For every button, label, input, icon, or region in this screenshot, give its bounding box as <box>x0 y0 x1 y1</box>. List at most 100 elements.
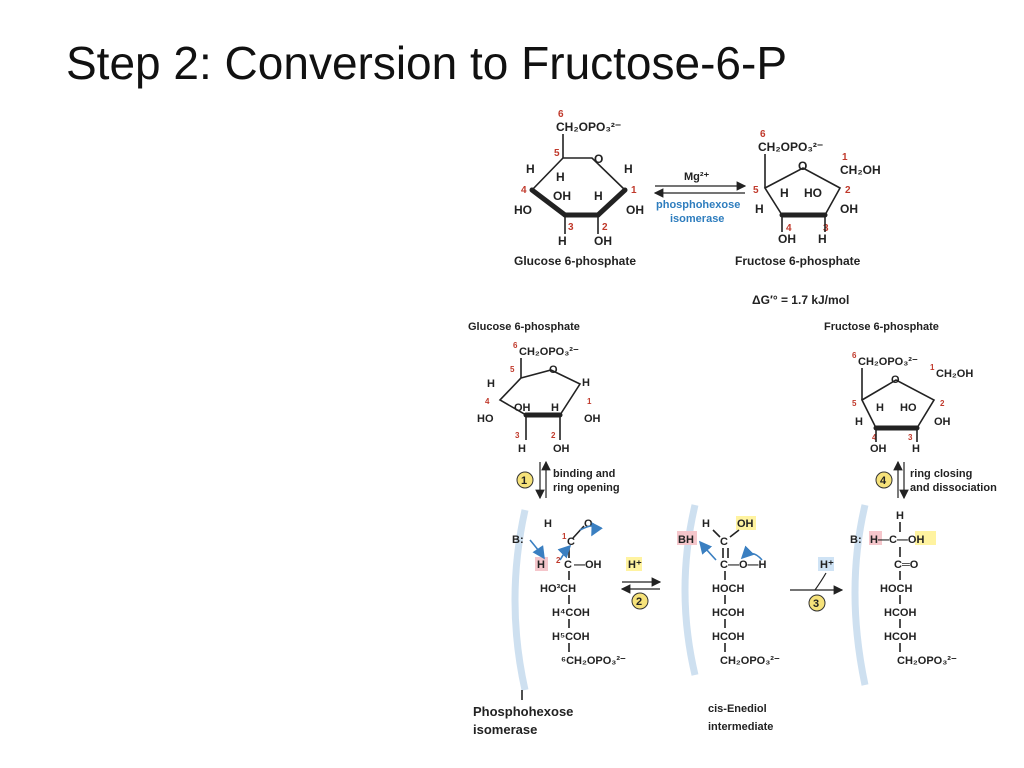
svg-text:HOCH: HOCH <box>880 583 912 595</box>
svg-text:HO: HO <box>900 402 917 414</box>
svg-text:H: H <box>624 162 633 176</box>
svg-text:3: 3 <box>908 433 913 442</box>
svg-text:O: O <box>891 374 900 386</box>
step4-line2: and dissociation <box>910 482 997 494</box>
top-glc-c6: CH₂OPO₃²⁻ <box>556 120 621 134</box>
svg-text:OH: OH <box>840 202 858 216</box>
enzyme-caption-line1: Phosphohexose <box>473 704 573 719</box>
base-1: B: <box>512 534 524 546</box>
proton-highlight-2 <box>818 557 834 571</box>
mech-right-label: Fructose 6-phosphate <box>824 321 939 333</box>
svg-text:H: H <box>755 202 764 216</box>
svg-text:OH: OH <box>553 443 570 455</box>
svg-text:H: H <box>537 559 545 571</box>
svg-text:OH: OH <box>514 402 531 414</box>
svg-text:1: 1 <box>587 397 592 406</box>
svg-text:1: 1 <box>930 363 935 372</box>
svg-text:CH₂OPO₃²⁻: CH₂OPO₃²⁻ <box>758 140 823 154</box>
svg-text:OH: OH <box>870 443 887 455</box>
svg-text:1: 1 <box>562 532 567 541</box>
base-2: B: <box>850 534 862 546</box>
top-glc-ring-o: O <box>594 152 603 166</box>
svg-text:4: 4 <box>786 223 792 234</box>
svg-text:5: 5 <box>554 148 560 159</box>
svg-text:5: 5 <box>852 399 857 408</box>
svg-text:CH₂OPO₃²⁻: CH₂OPO₃²⁻ <box>519 346 579 358</box>
svg-text:HCOH: HCOH <box>712 631 744 643</box>
svg-text:CH₂OPO₃²⁻: CH₂OPO₃²⁻ <box>720 655 780 667</box>
svg-text:H: H <box>526 162 535 176</box>
svg-text:2: 2 <box>602 222 608 233</box>
svg-text:1: 1 <box>631 185 637 196</box>
slide-title: Step 2: Conversion to Fructose-6-P <box>66 37 787 89</box>
svg-text:O: O <box>798 159 807 173</box>
svg-text:1: 1 <box>842 152 848 163</box>
svg-text:C: C <box>567 536 575 548</box>
svg-text:HCOH: HCOH <box>884 607 916 619</box>
top-enzyme-line2: isomerase <box>670 213 724 225</box>
svg-text:HO³CH: HO³CH <box>540 583 576 595</box>
svg-text:OH: OH <box>934 416 951 428</box>
step3-circle <box>808 594 826 612</box>
svg-text:3: 3 <box>515 431 520 440</box>
enzyme-bracket-3 <box>851 504 869 686</box>
svg-text:OH: OH <box>737 518 754 530</box>
intermediate-caption-line1: cis-Enediol <box>708 703 767 715</box>
svg-text:H: H <box>855 416 863 428</box>
svg-text:3: 3 <box>813 598 819 610</box>
proton-1: H⁺ <box>628 559 642 571</box>
svg-text:H⁵COH: H⁵COH <box>552 631 590 643</box>
svg-text:HO: HO <box>477 413 494 425</box>
svg-text:1: 1 <box>521 475 527 487</box>
step4-arrows <box>893 460 909 500</box>
step1-line2: ring opening <box>553 482 620 494</box>
svg-text:H: H <box>487 378 495 390</box>
svg-text:CH₂OPO₃²⁻: CH₂OPO₃²⁻ <box>858 356 918 368</box>
svg-text:2: 2 <box>556 556 561 565</box>
svg-text:HO: HO <box>804 186 822 200</box>
top-fructose-structure: 6 CH₂OPO₃²⁻ 1 CH₂OH O 5 2 H HO H OH 4 3 … <box>753 129 881 246</box>
step4-circle <box>875 471 893 489</box>
svg-text:H⁴COH: H⁴COH <box>552 607 590 619</box>
svg-text:H: H <box>702 518 710 530</box>
mech-fructose-structure: 6 CH₂OPO₃²⁻ 1 CH₂OH O 5 2 H HO H OH 4 3 … <box>852 351 973 455</box>
top-right-label: Fructose 6-phosphate <box>735 254 861 268</box>
base-h: BH <box>678 534 694 546</box>
svg-text:2: 2 <box>940 399 945 408</box>
svg-text:CH₂OH: CH₂OH <box>936 368 973 380</box>
step1-line1: binding and <box>553 468 615 480</box>
top-enzyme-line1: phosphohexose <box>656 199 740 211</box>
svg-text:C—O—H: C—O—H <box>720 559 767 571</box>
svg-text:4: 4 <box>880 475 887 487</box>
svg-text:H: H <box>558 234 567 248</box>
svg-text:H: H <box>551 402 559 414</box>
step2-arrows <box>620 577 662 594</box>
mech-left-label: Glucose 6-phosphate <box>468 321 580 333</box>
intermediate-caption-line2: intermediate <box>708 721 773 733</box>
open-chain-fructose: H B: H—C—OH C═O HOCH HCOH HCOH CH₂OPO₃²⁻ <box>850 510 957 667</box>
svg-text:HCOH: HCOH <box>884 631 916 643</box>
svg-text:4: 4 <box>485 397 490 406</box>
svg-text:HO: HO <box>514 203 532 217</box>
svg-text:H: H <box>818 232 827 246</box>
mech-glucose-structure: 6 CH₂OPO₃²⁻ 5 O H H 4 1 OH H HO OH 3 2 H… <box>477 341 601 455</box>
svg-text:H: H <box>594 189 603 203</box>
svg-text:C═O: C═O <box>894 559 919 571</box>
svg-text:H: H <box>518 443 526 455</box>
svg-text:CH₂OH: CH₂OH <box>840 163 881 177</box>
step4-line1: ring closing <box>910 468 972 480</box>
svg-text:6: 6 <box>852 351 857 360</box>
enzyme-bracket-1 <box>511 509 529 691</box>
svg-text:3: 3 <box>823 223 829 234</box>
svg-text:—OH: —OH <box>574 559 602 571</box>
enzyme-caption-line2: isomerase <box>473 722 537 737</box>
svg-text:6: 6 <box>760 129 766 140</box>
svg-text:HCOH: HCOH <box>712 607 744 619</box>
svg-text:2: 2 <box>636 596 642 608</box>
svg-text:2: 2 <box>845 185 851 196</box>
svg-text:2: 2 <box>551 431 556 440</box>
top-left-label: Glucose 6-phosphate <box>514 254 636 268</box>
svg-text:H: H <box>780 186 789 200</box>
svg-text:⁶CH₂OPO₃²⁻: ⁶CH₂OPO₃²⁻ <box>561 655 626 667</box>
